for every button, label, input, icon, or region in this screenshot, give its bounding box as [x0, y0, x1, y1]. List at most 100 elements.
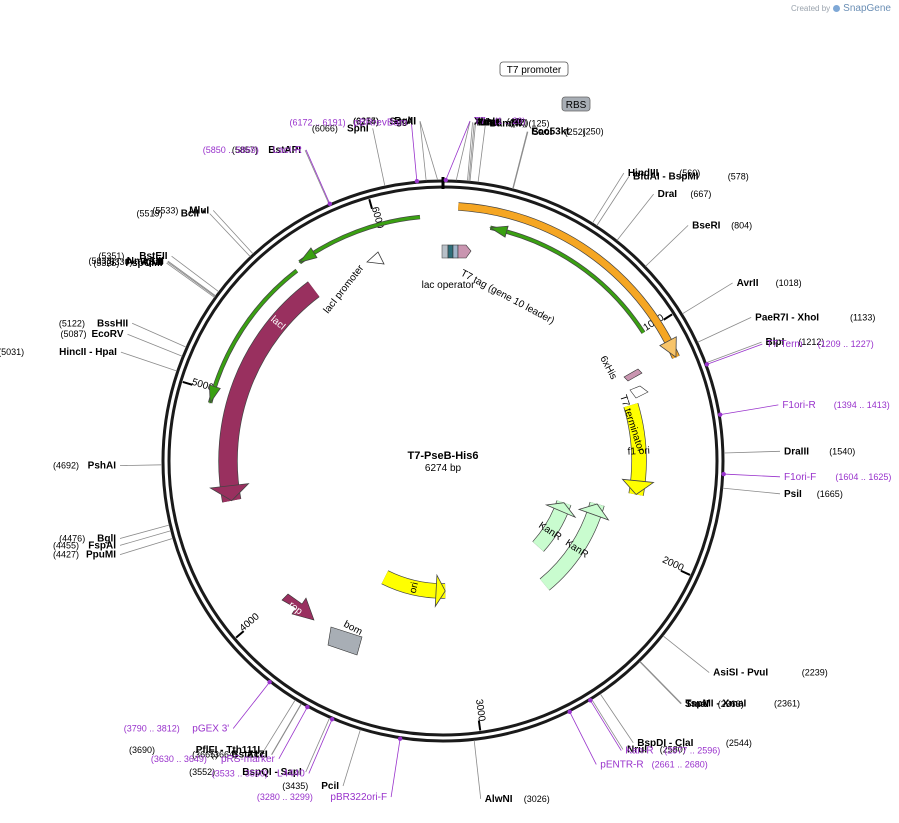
feature-arc — [490, 226, 645, 334]
site-leader — [697, 317, 752, 343]
primer-name: F1ori-F — [784, 472, 816, 483]
site-name: NruI — [627, 744, 647, 755]
lac-operator-block — [441, 244, 472, 259]
site-coord: (667) — [690, 189, 711, 199]
tick-label: 3000 — [473, 699, 487, 723]
site-label: PciI(3435) — [282, 781, 339, 792]
site-label: EcoRV(5087) — [60, 329, 123, 340]
site-leader — [419, 121, 427, 181]
primer-label: T7(1 .. 20) — [474, 116, 525, 127]
site-leader — [119, 524, 170, 539]
primer-range: (2661 .. 2680) — [652, 759, 708, 769]
site-leader — [639, 661, 682, 704]
primer-label: LacI-R(5850 .. 5869) — [203, 145, 302, 156]
primer-range: (2577 .. 2596) — [664, 746, 720, 756]
site-coord: (804) — [731, 220, 752, 230]
site-leader — [212, 210, 254, 255]
site-leader — [512, 131, 529, 190]
site-name: BspQI - SapI — [242, 767, 302, 778]
site-leader — [305, 717, 330, 773]
primer-leader — [589, 700, 622, 751]
site-coord: (1540) — [829, 446, 855, 456]
site-coord: (2544) — [726, 738, 752, 748]
site-coord: (3665) — [192, 750, 218, 760]
feature-arc — [219, 281, 320, 503]
site-leader — [596, 176, 630, 226]
site-leader — [469, 122, 477, 182]
primer-mark — [305, 704, 310, 710]
site-name: PspOMI — [125, 258, 162, 269]
primer-label: Kan-R (2577 .. 2596) — [625, 746, 720, 757]
feature-label: f1 ori — [627, 446, 650, 458]
site-name: Eco53kI — [531, 127, 569, 138]
site-name: PciI — [321, 781, 339, 792]
site-leader — [119, 537, 173, 555]
rbs-label: RBS — [566, 100, 587, 111]
primer-label: pBR322ori-F(3280 .. 3299) — [257, 792, 387, 803]
site-leader — [599, 693, 634, 744]
site-leader — [592, 172, 625, 224]
site-name: ApaI — [142, 257, 164, 268]
site-label: NruI(2580) — [627, 744, 686, 755]
tick-mark — [182, 380, 193, 386]
feature-arrowhead — [209, 483, 250, 502]
site-leader — [166, 262, 215, 298]
primer-name: LacI-R — [273, 145, 302, 156]
primer-name: pBRrevBam — [353, 117, 407, 128]
site-coord: (560) — [679, 168, 700, 178]
site-coord: (125) — [528, 119, 549, 129]
primer-name: Kan-R — [625, 746, 653, 757]
site-name: BspDI - ClaI — [637, 738, 693, 749]
primer-name: T7 Term — [766, 339, 803, 350]
primer-mark — [704, 362, 710, 367]
site-name: BstEII — [139, 251, 168, 262]
site-name: TspMI - XmaI — [685, 698, 746, 709]
primer-leader — [720, 404, 779, 416]
site-name: BclI * — [181, 209, 206, 220]
t7-terminator-mark — [629, 385, 649, 399]
site-label: SacI (252) — [532, 127, 586, 138]
primer-label: pGEX 3'(3790 .. 3812) — [124, 724, 230, 735]
primer-mark — [329, 717, 335, 722]
site-coord: (5857) — [232, 145, 258, 155]
site-label: BglI(4476) — [59, 533, 116, 544]
site-name: PflFI - Tth111I — [196, 745, 261, 756]
primer-label: pRS-marker(3630 .. 3649) — [151, 754, 276, 765]
site-name: EcoRV — [91, 329, 123, 340]
primer-label: pENTR-R(2661 .. 2680) — [600, 759, 707, 770]
site-leader — [512, 131, 528, 189]
site-coord: (1133) — [850, 312, 875, 322]
site-label: NdeI(87) — [477, 117, 526, 128]
site-label: XbaI(47) — [474, 116, 523, 127]
site-name: SphI — [347, 123, 369, 134]
site-name: SacI — [532, 127, 553, 138]
site-leader — [639, 661, 682, 705]
site-label: AlwNI(3026) — [485, 794, 550, 805]
primer-range: (1394 .. 1413) — [834, 400, 890, 410]
site-leader — [263, 699, 296, 751]
rop-arrow — [281, 593, 315, 621]
site-labels: BglII(6255)SgrAI(6214)SphI(6066)BstAPI(5… — [0, 116, 891, 805]
his-tag-label: 6xHis — [597, 354, 618, 381]
bom-block — [327, 626, 363, 656]
tick-mark — [477, 720, 482, 731]
site-leader — [167, 261, 216, 297]
site-label: BstEII(5351) — [98, 251, 167, 262]
site-coord: (92) — [511, 117, 527, 127]
site-name: AccI — [247, 750, 268, 761]
primer-range: (1 .. 20) — [494, 116, 525, 126]
site-label: ApaI(5330) — [107, 257, 164, 268]
primer-range: (1604 .. 1625) — [835, 472, 891, 482]
primer-range: (6172 .. 6191) — [290, 117, 346, 127]
primer-label: T7 Term(1209 .. 1227) — [766, 339, 873, 350]
feature-arrowhead — [577, 503, 610, 521]
site-label: BglII(6255) — [353, 116, 416, 127]
site-label: PaeR7I - XhoI(1133) — [755, 312, 875, 323]
feature-label: ori — [408, 581, 421, 594]
site-coord: (3026) — [524, 794, 550, 804]
site-name: BseRI — [692, 220, 721, 231]
feature-arrowhead — [544, 502, 577, 519]
site-coord: (252) — [565, 127, 586, 137]
site-leader — [682, 282, 733, 315]
site-coord: (47) — [507, 116, 523, 126]
